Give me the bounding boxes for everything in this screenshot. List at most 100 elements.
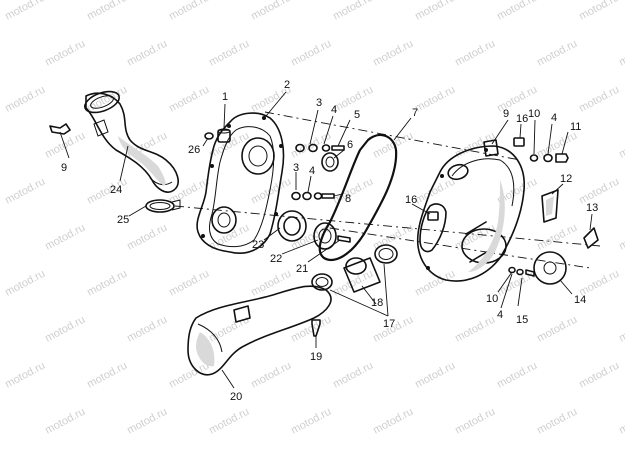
watermark-text: motod.ru	[413, 84, 457, 115]
watermark-text: motod.ru	[249, 268, 293, 299]
watermark-text: motod.ru	[617, 130, 625, 161]
watermark-layer: motod.ru motod.ru motod.ru motod.ru motod.ru…	[3, 0, 625, 437]
watermark-text: motod.ru	[453, 38, 497, 69]
callout-14: 14	[574, 294, 586, 306]
watermark-text: motod.ru	[535, 222, 579, 253]
inner-cover-plate	[196, 112, 285, 254]
watermark-text: motod.ru	[535, 38, 579, 69]
callout-1: 1	[222, 91, 228, 103]
watermark-text: motod.ru	[371, 406, 415, 437]
watermark-text: motod.ru	[453, 314, 497, 345]
watermark-text: motod.ru	[167, 268, 211, 299]
watermark-text: motod.ru	[167, 0, 211, 23]
watermark-text: motod.ru	[495, 0, 539, 23]
watermark-text: motod.ru	[289, 314, 333, 345]
leader-lines	[59, 91, 593, 389]
watermark-text: motod.ru	[3, 0, 47, 23]
callout-5: 5	[354, 109, 360, 121]
callout-13: 13	[586, 202, 598, 214]
watermark-text: motod.ru	[3, 176, 47, 207]
watermark-text: motod.ru	[331, 360, 375, 391]
watermark-text: motod.ru	[43, 130, 87, 161]
watermark-text: motod.ru	[617, 314, 625, 345]
small-bushing	[204, 132, 214, 140]
lower-seal	[277, 210, 307, 242]
watermark-text: motod.ru	[289, 406, 333, 437]
watermark-text: motod.ru	[577, 84, 621, 115]
watermark-text: motod.ru	[3, 84, 47, 115]
callout-18: 18	[371, 297, 383, 309]
callout-4-lower-right: 4	[497, 309, 503, 321]
watermark-text: motod.ru	[85, 268, 129, 299]
callout-10-lower: 10	[486, 293, 498, 305]
watermark-text: motod.ru	[3, 360, 47, 391]
lower-hose-clamp	[311, 273, 333, 291]
watermark-text: motod.ru	[617, 406, 625, 437]
watermark-text: motod.ru	[535, 130, 579, 161]
watermark-text: motod.ru	[207, 38, 251, 69]
watermark-text: motod.ru	[249, 0, 293, 23]
callout-3-upper: 3	[316, 97, 322, 109]
callout-7: 7	[412, 107, 418, 119]
wedge-insert	[541, 189, 559, 223]
watermark-text: motod.ru	[43, 314, 87, 345]
callout-4-lower: 4	[309, 165, 315, 177]
callout-4-upper: 4	[331, 104, 337, 116]
callout-17: 17	[383, 318, 395, 330]
watermark-text: motod.ru	[577, 0, 621, 23]
callout-26: 26	[188, 144, 200, 156]
watermark-text: motod.ru	[617, 38, 625, 69]
coupling-sleeve	[343, 257, 381, 293]
intake-duct-upper	[84, 90, 179, 193]
watermark-text: motod.ru	[125, 406, 169, 437]
callout-11: 11	[570, 121, 581, 133]
watermark-text: motod.ru	[413, 360, 457, 391]
watermark-text: motod.ru	[125, 130, 169, 161]
alignment-axes	[174, 111, 601, 269]
cover-pin-upper	[513, 137, 525, 147]
callout-20: 20	[230, 391, 242, 403]
callout-labels: 9 24 25 26 1 2 3 4 5 6 7 3 4 8 23 22 21 …	[61, 79, 598, 403]
watermark-text: motod.ru	[289, 38, 333, 69]
watermark-text: motod.ru	[413, 268, 457, 299]
callout-25: 25	[117, 214, 129, 226]
callout-22: 22	[270, 253, 282, 265]
right-washer-bolt-set	[529, 153, 569, 163]
watermark-text: motod.ru	[577, 176, 621, 207]
callout-24: 24	[110, 184, 122, 196]
watermark-text: motod.ru	[535, 314, 579, 345]
watermark-text: motod.ru	[43, 222, 87, 253]
watermark-text: motod.ru	[125, 314, 169, 345]
small-plate	[583, 227, 599, 249]
callout-9-left: 9	[61, 162, 67, 174]
watermark-text: motod.ru	[331, 0, 375, 23]
outer-clutch-cover	[416, 139, 525, 282]
hose-clip-screw	[49, 123, 71, 135]
callout-12: 12	[560, 173, 572, 185]
watermark-text: motod.ru	[125, 38, 169, 69]
callout-23: 23	[252, 239, 264, 251]
watermark-text: motod.ru	[577, 360, 621, 391]
watermark-text: motod.ru	[249, 176, 293, 207]
watermark-text: motod.ru	[85, 0, 129, 23]
watermark-text: motod.ru	[371, 38, 415, 69]
callout-15: 15	[516, 314, 528, 326]
callout-2: 2	[284, 79, 290, 91]
watermark-text: motod.ru	[167, 84, 211, 115]
callout-19: 19	[310, 351, 322, 363]
callout-8: 8	[345, 193, 351, 205]
large-washer	[533, 251, 567, 285]
watermark-text: motod.ru	[413, 0, 457, 23]
callout-4-right: 4	[551, 112, 557, 124]
watermark-text: motod.ru	[207, 314, 251, 345]
cover-screw	[337, 235, 351, 243]
callout-9-right: 9	[503, 108, 509, 120]
watermark-text: motod.ru	[85, 176, 129, 207]
outlet-duct-lower	[187, 285, 332, 376]
cover-pin-lower	[427, 211, 439, 221]
watermark-text: motod.ru	[617, 222, 625, 253]
watermark-text: motod.ru	[495, 360, 539, 391]
watermark-text: motod.ru	[85, 360, 129, 391]
callout-6: 6	[347, 139, 353, 151]
